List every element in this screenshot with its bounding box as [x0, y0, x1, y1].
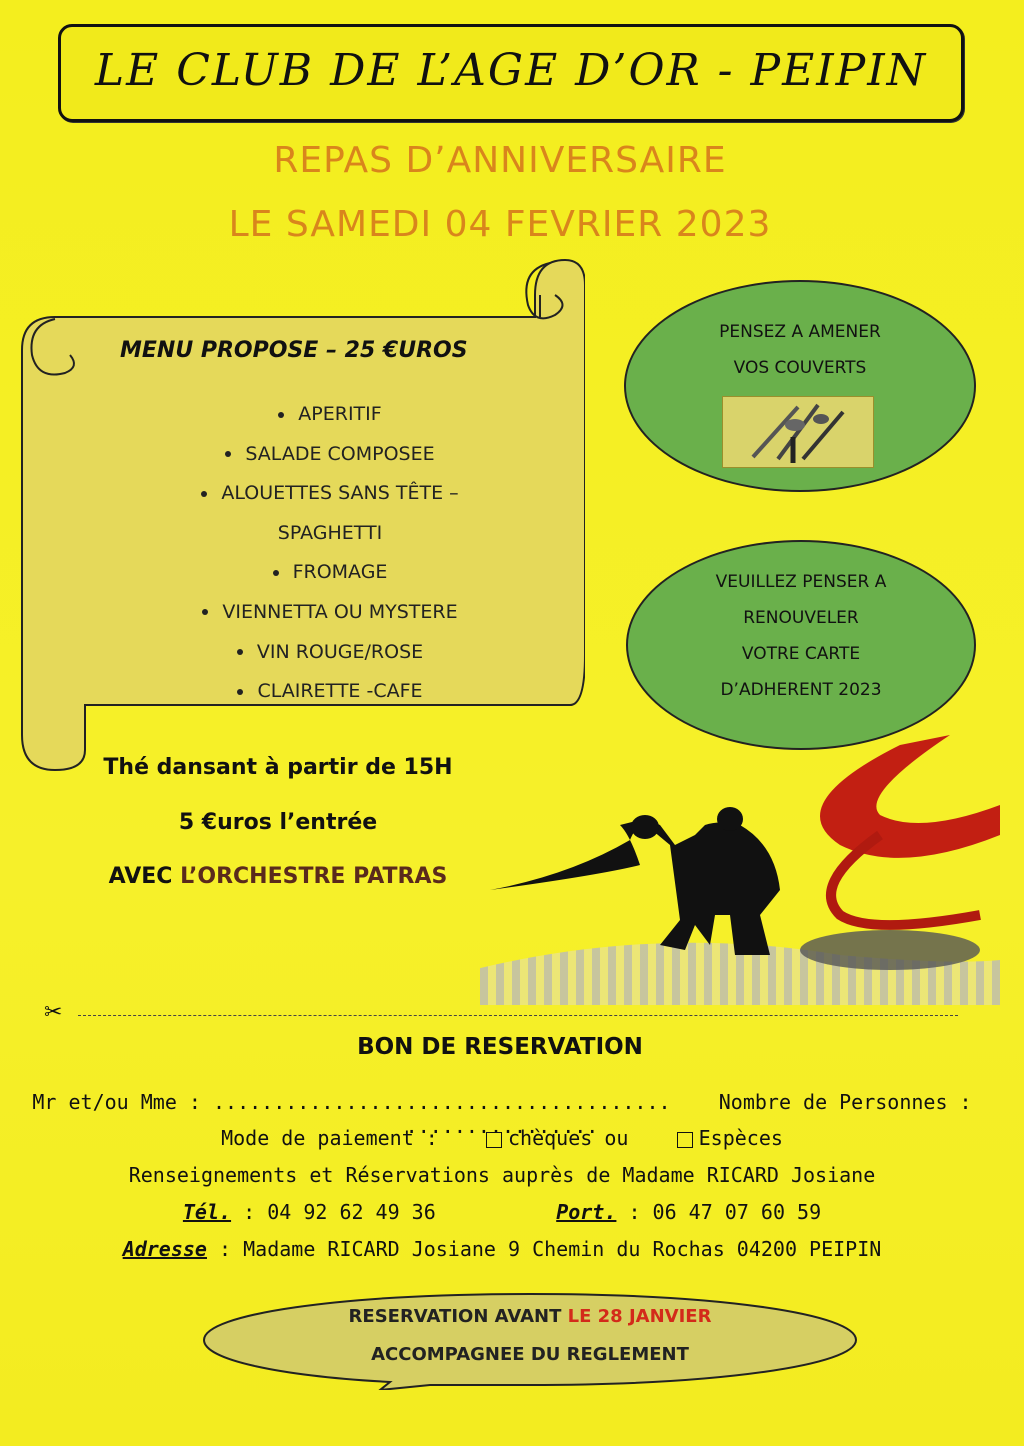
address-value: : Madame RICARD Josiane 9 Chemin du Roch…	[219, 1237, 882, 1261]
club-title: LE CLUB DE L’AGE D’OR - PEIPIN	[94, 45, 928, 96]
cut-line	[78, 1015, 958, 1016]
menu-item: VIN ROUGE/ROSE	[80, 633, 580, 673]
bullet-icon	[272, 569, 279, 576]
bullet-icon	[225, 451, 232, 458]
event-date: LE SAMEDI 04 FEVRIER 2023	[228, 204, 772, 245]
cheques-checkbox[interactable]	[486, 1131, 503, 1148]
cutlery-reminder-bubble: PENSEZ A AMENER VOS COUVERTS	[624, 280, 976, 492]
phone-row: Tél. : 04 92 62 49 36 Port. : 06 47 07 6…	[0, 1200, 1004, 1224]
menu-item: ALOUETTES SANS TÊTE –	[80, 474, 580, 514]
info-line: Renseignements et Réservations auprès de…	[128, 1163, 876, 1187]
membership-reminder-bubble: VEUILLEZ PENSER A RENOUVELER VOTRE CARTE…	[626, 540, 976, 750]
bullet-icon	[236, 649, 243, 656]
bubble-text: RENOUVELER	[743, 608, 859, 628]
deadline-bubble	[200, 1290, 860, 1392]
menu-item: SALADE COMPOSEE	[80, 435, 580, 475]
deadline-line2: ACCOMPAGNEE DU REGLEMENT	[371, 1344, 689, 1365]
menu-item: FROMAGE	[80, 553, 580, 593]
bubble-text: D’ADHERENT 2023	[720, 680, 882, 700]
payment-row: Mode de paiement : chèques ou Espèces	[0, 1126, 1004, 1150]
bullet-icon	[278, 411, 285, 418]
bubble-text: VOTRE CARTE	[741, 644, 861, 664]
menu-list: APERITIF SALADE COMPOSEE ALOUETTES SANS …	[80, 395, 580, 712]
deadline-line1: RESERVATION AVANT LE 28 JANVIER	[348, 1306, 712, 1327]
title-banner: LE CLUB DE L’AGE D’OR - PEIPIN	[58, 24, 964, 122]
bubble-text: VEUILLEZ PENSER A	[715, 572, 887, 592]
dance-price: 5 €uros l’entrée	[178, 810, 378, 835]
dance-time: Thé dansant à partir de 15H	[103, 755, 453, 780]
name-field[interactable]: ......................................	[213, 1090, 671, 1114]
especes-checkbox[interactable]	[676, 1131, 693, 1148]
tel-value: : 04 92 62 49 36	[243, 1200, 436, 1224]
cutlery-icon	[722, 396, 874, 468]
port-value: : 06 47 07 60 59	[628, 1200, 822, 1224]
cheques-label: chèques ou	[508, 1126, 629, 1150]
address-label: Adresse	[122, 1237, 207, 1261]
menu-item: CLAIRETTE -CAFE	[80, 672, 580, 712]
dancers-illustration	[360, 715, 1000, 1005]
form-title: BON DE RESERVATION	[357, 1034, 643, 1060]
especes-label: Espèces	[698, 1126, 783, 1150]
name-label: Mr et/ou Mme :	[32, 1090, 201, 1114]
menu-item: APERITIF	[80, 395, 580, 435]
menu-scroll	[10, 255, 585, 775]
payment-label: Mode de paiement :	[221, 1126, 438, 1150]
scissors-icon: ✂	[44, 1000, 63, 1025]
menu-item: SPAGHETTI	[277, 521, 383, 544]
bullet-icon	[237, 688, 244, 695]
name-persons-row: Mr et/ou Mme : .........................…	[0, 1090, 1004, 1138]
tel-label: Tél.	[182, 1200, 232, 1224]
bullet-icon	[202, 609, 209, 616]
dance-band: AVEC L’ORCHESTRE PATRAS	[108, 864, 448, 889]
persons-label: Nombre de Personnes :	[718, 1090, 972, 1114]
address-row: Adresse : Madame RICARD Josiane 9 Chemin…	[0, 1237, 1004, 1261]
bubble-text: PENSEZ A AMENER	[719, 322, 881, 342]
event-name: REPAS D’ANNIVERSAIRE	[273, 140, 727, 181]
bubble-text: VOS COUVERTS	[733, 358, 867, 378]
menu-title: MENU PROPOSE – 25 €UROS	[120, 338, 468, 363]
bullet-icon	[201, 490, 208, 497]
menu-item: VIENNETTA OU MYSTERE	[80, 593, 580, 633]
port-label: Port.	[556, 1200, 617, 1224]
